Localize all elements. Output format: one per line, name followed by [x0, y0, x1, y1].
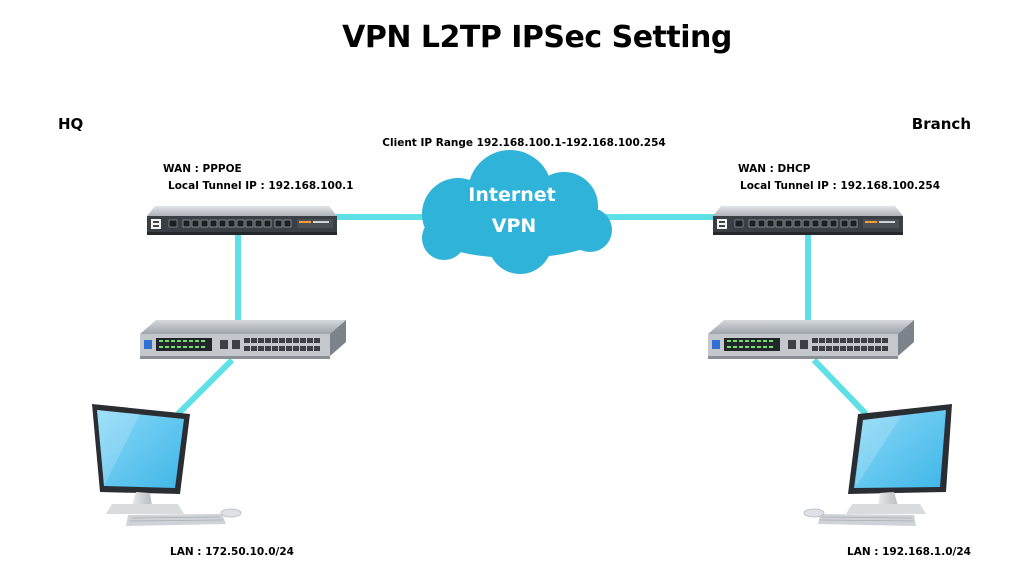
hq-router-icon — [147, 206, 337, 236]
hq-wan-label: WAN : PPPOE — [163, 163, 242, 175]
hq-lan-label: LAN : 172.50.10.0/24 — [170, 546, 294, 558]
hq-label: HQ — [58, 115, 83, 133]
branch-switch-icon — [708, 320, 914, 359]
page-title: VPN L2TP IPSec Setting — [342, 20, 732, 55]
branch-router-icon — [713, 206, 903, 236]
hq-switch-icon — [140, 320, 346, 359]
hq-computer-icon — [92, 404, 242, 526]
branch-wan-label: WAN : DHCP — [738, 163, 811, 175]
cloud-line-internet: Internet — [468, 184, 555, 206]
cloud-line-vpn: VPN — [492, 215, 537, 237]
internet-cloud-icon: Internet VPN — [422, 150, 612, 274]
branch-label: Branch — [912, 115, 971, 133]
branch-lan-label: LAN : 192.168.1.0/24 — [847, 546, 971, 558]
hq-tunnel-ip: Local Tunnel IP : 192.168.100.1 — [168, 180, 353, 192]
network-links — [175, 214, 869, 417]
client-ip-range: Client IP Range 192.168.100.1-192.168.10… — [382, 137, 665, 149]
branch-tunnel-ip: Local Tunnel IP : 192.168.100.254 — [740, 180, 940, 192]
branch-computer-icon — [803, 404, 952, 526]
hq-switch-to-pc-link — [175, 357, 235, 417]
branch-switch-to-pc-link — [811, 357, 869, 417]
